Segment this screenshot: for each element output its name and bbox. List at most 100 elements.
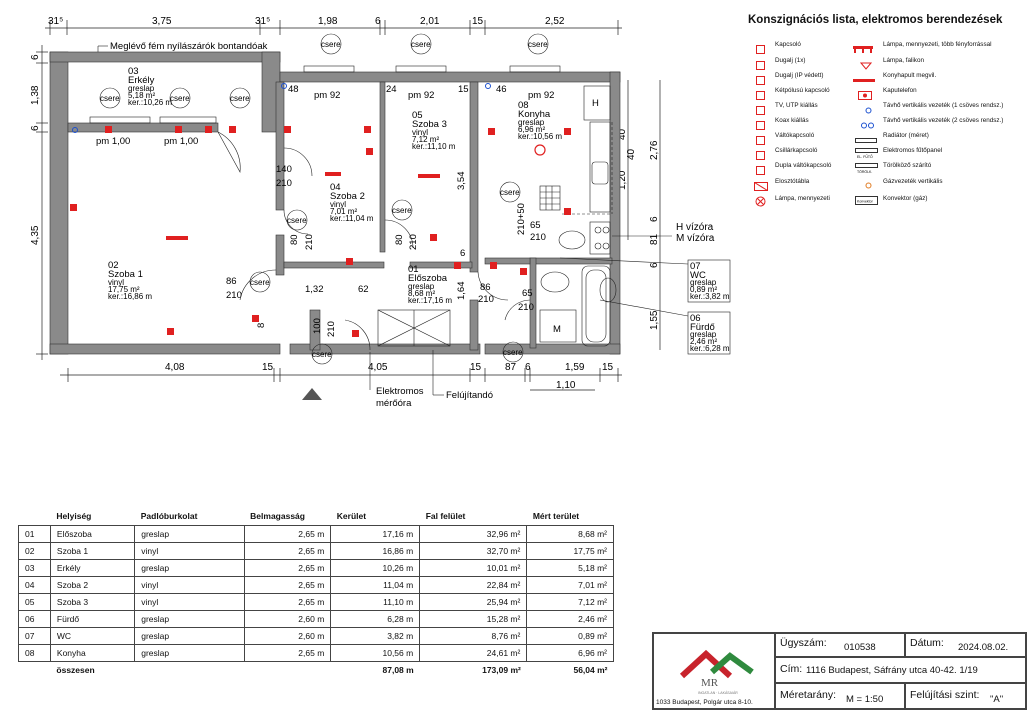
dim-bottom-4: 87 [505,362,517,373]
inner-dim: 80 [289,234,300,245]
entrance-triangle-icon [302,388,322,400]
coax-legend-icon [756,117,774,130]
legend-right-9: Gázvezeték vertikális [883,178,943,185]
socket-icon [564,128,571,135]
legend-panel: Konszignációs lista, elektromos berendez… [748,14,1023,34]
dim-top-7: 2,52 [545,16,565,27]
socket-icon [167,328,174,335]
tv-utp-legend-icon [756,102,774,115]
case-label: Ügyszám: [780,637,827,649]
socket-icon [366,148,373,155]
table-header-row: Helyiség Padlóburkolat Belmagasság Kerül… [19,509,614,526]
ceiling-lamp-legend-icon [755,194,773,207]
h-water-meter-label: H vízóra [676,222,714,233]
meter-note-line2: mérőóra [376,398,412,409]
inner-dim: 86 [226,276,237,287]
svg-text:06: 06 [690,313,701,324]
dim-bottom-0: 4,08 [165,362,185,373]
svg-text:7,01 m²: 7,01 m² [330,207,357,216]
level-value: "A" [990,694,1004,705]
svg-text:ker.:6,28 m: ker.:6,28 m [690,344,730,353]
heating-pipe-icon [72,127,78,133]
svg-text:vinyl: vinyl [330,200,346,209]
dim-top-3: 1,98 [318,16,338,27]
existing-doors-note: Meglévő fém nyílászárók bontandóak [110,41,268,52]
svg-text:04: 04 [330,182,341,193]
socket-icon [346,258,353,265]
water-meter-annotation: H vízóra M vízóra [612,222,715,244]
convector-legend-icon: Konvektor [855,193,879,205]
svg-text:6,96 m²: 6,96 m² [518,125,545,134]
csere-label: csere [503,348,523,357]
inner-dim: 46 [496,84,507,95]
svg-text:WC: WC [690,270,706,281]
title-block: MR INGATLAN · LAKÁSAIÁR 1033 Budapest, P… [652,632,1027,710]
room-labels: 03 Erkély greslap 5,18 m² ker.:10,26 m 0… [108,66,562,305]
dim-top-1: 3,75 [152,16,172,27]
company-logo-cell: MR INGATLAN · LAKÁSAIÁR 1033 Budapest, P… [653,633,775,709]
inner-dim: 210 [226,290,242,301]
dim-right-4: 6 [649,216,660,222]
single-pipe-legend-icon [864,102,882,114]
renovate-note: Felújítandó [446,390,493,401]
dim-top-0: 31⁵ [48,16,63,27]
counter-light-legend-icon [852,72,875,82]
svg-text:02: 02 [108,260,119,271]
switch-icon [352,330,359,337]
col-measured-area: Mért terület [532,511,580,521]
windows [89,65,561,124]
dim-right-7: 1,55 [649,310,660,330]
date-cell: Dátum: 2024.08.02. [905,633,1026,657]
csere-label: csere [100,94,120,103]
svg-text:MR: MR [701,677,719,689]
renovation-level-cell: Felújítási szint: "A" [905,683,1026,709]
room-label-szoba1: 02 Szoba 1 vinyl 17,75 m² ker.:16,86 m [108,260,152,301]
inner-dim: 48 [288,84,299,95]
dim-right-0: 2,76 [649,140,660,160]
address-cell: Cím: 1116 Budapest, Sáfrány utca 40-42. … [775,657,1026,683]
svg-text:0,89 m²: 0,89 m² [690,285,717,294]
svg-text:2,46 m²: 2,46 m² [690,337,717,346]
socket-icon [430,234,437,241]
case-value: 010538 [844,642,876,653]
inner-dim: 1,32 [305,284,324,295]
svg-text:vinyl: vinyl [108,278,124,287]
svg-text:TÖRÖLK.: TÖRÖLK. [857,170,872,174]
svg-text:Szoba 3: Szoba 3 [412,119,447,130]
radiator-legend-icon [855,132,877,143]
socket-icon [105,126,112,133]
changeover-legend-icon [756,132,774,145]
csere-label: csere [230,94,250,103]
svg-text:EL. FŰTŐ: EL. FŰTŐ [857,154,873,159]
svg-text:17,75 m²: 17,75 m² [108,285,140,294]
socket-icon [229,126,236,133]
svg-text:INGATLAN · LAKÁSAIÁR: INGATLAN · LAKÁSAIÁR [698,691,738,695]
lamp-icon [325,172,341,176]
towel-dryer-legend-icon: TÖRÖLK. [855,161,879,174]
inner-dim: 65 [522,288,533,299]
svg-text:Előszoba: Előszoba [408,273,448,284]
bath-label-box: 06 Fürdő greslap 2,46 m² ker.:6,28 m [599,299,731,355]
gas-pipe-legend-icon [864,177,882,189]
room-label-szoba2: 04 Szoba 2 vinyl 7,01 m² ker.:11,04 m [330,182,374,223]
legend-left-9: Elosztótábla [775,178,810,185]
svg-text:08: 08 [518,100,529,111]
csere-label: csere [312,350,332,359]
dim-top-2: 31⁵ [255,16,270,27]
svg-text:ker.:10,56 m: ker.:10,56 m [518,132,562,141]
double-changeover-legend-icon [756,162,774,175]
case-number-cell: Ügyszám: 010538 [775,633,905,657]
bottom-dimension-chain: 4,08 15 4,05 15 87 6 1,59 15 1,10 [60,362,622,391]
room-summary-table: Helyiség Padlóburkolat Belmagasság Kerül… [18,509,614,678]
socket-icon [284,126,291,133]
legend-left-0: Kapcsoló [775,41,801,48]
socket-icon [70,204,77,211]
svg-text:5,18 m²: 5,18 m² [128,91,155,100]
switch-icon [252,315,259,322]
